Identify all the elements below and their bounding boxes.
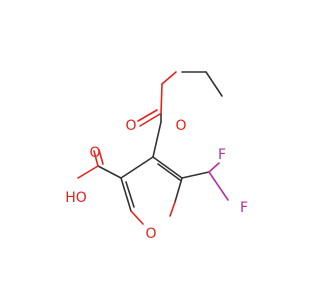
bond-ester-o-carbonyl xyxy=(160,83,163,115)
bond-ring-double-c2c3 xyxy=(157,163,181,181)
bond-ring-c3-c2 xyxy=(152,156,183,179)
bond-acid-oh xyxy=(77,165,99,179)
bond-ring-c2-o xyxy=(169,201,176,217)
bond-ester-to-ring xyxy=(152,121,162,158)
molecule-structure-diagram: O O O HO O F F xyxy=(65,71,248,242)
bond-ring-double-c4c5 xyxy=(125,181,135,208)
bond-ethyl-ch3 xyxy=(205,71,223,97)
bond-acid-co-2 xyxy=(98,149,104,165)
atom-fluorine-top: F xyxy=(218,147,226,163)
bond-ring-to-chf2 xyxy=(181,171,210,179)
atom-acid-oxygen-top: O xyxy=(89,145,100,161)
atom-fluorine-bottom: F xyxy=(240,200,248,216)
atom-ester-oxygen: O xyxy=(175,118,186,134)
bond-ester-co-1 xyxy=(139,113,161,127)
bond-ring-c3-c4 xyxy=(120,156,154,179)
atom-ring-oxygen: O xyxy=(145,226,156,242)
atom-hydroxyl: HO xyxy=(65,190,87,206)
atom-carbonyl-oxygen-top: O xyxy=(125,118,136,134)
bond-ester-o-ch2 xyxy=(161,71,177,85)
bond-ester-co-2 xyxy=(137,109,158,122)
bond-ring-c4-c5 xyxy=(120,177,132,212)
bond-ring-to-acid xyxy=(97,165,122,179)
bond-acid-co-1 xyxy=(93,150,99,167)
bond-ring-c5-o xyxy=(130,210,144,225)
bond-chf2-f-top xyxy=(208,162,220,173)
bond-ring-c2-o-part xyxy=(174,177,183,203)
bond-chf2-f-bottom xyxy=(208,171,229,201)
